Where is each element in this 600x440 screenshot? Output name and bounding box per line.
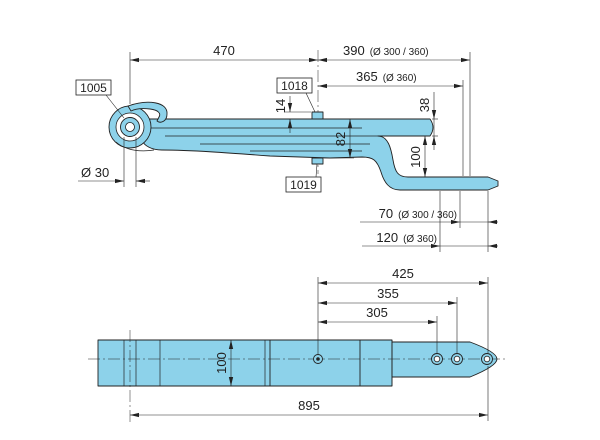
dimension-value: 82 xyxy=(333,132,348,146)
dimension-value: 365 xyxy=(356,69,378,84)
dimension-note: (Ø 300 / 360) xyxy=(370,47,429,58)
leader-line xyxy=(305,92,316,113)
dimension-value: Ø 30 xyxy=(81,165,109,180)
plan-view: 425 355 305 100 895 xyxy=(88,266,508,422)
dimension-value: 305 xyxy=(366,305,388,320)
dimension-895: 895 xyxy=(130,398,488,418)
dimension-note: (Ø 300 / 360) xyxy=(398,210,457,221)
dimension-value: 100 xyxy=(214,352,229,374)
dimension-70: 70 (Ø 300 / 360) xyxy=(360,191,498,252)
dimension-value: 470 xyxy=(213,43,235,58)
dimension-text: 120 (Ø 360) xyxy=(376,230,437,245)
label-box xyxy=(276,77,313,94)
center-bolt-hole-core xyxy=(316,357,320,361)
dimension-38: 38 xyxy=(417,92,438,150)
bottom-plate xyxy=(311,157,324,165)
part-label-1019: 1019 xyxy=(285,163,322,193)
dimension-82: 82 xyxy=(324,119,354,159)
dimension-100-drop: 100 xyxy=(408,136,428,177)
center-pad-plan xyxy=(269,339,361,387)
dimension-text: 390 (Ø 300 / 360) xyxy=(343,43,429,58)
dimension-390: 390 (Ø 300 / 360) xyxy=(318,43,471,176)
dimension-text: 70 (Ø 300 / 360) xyxy=(379,206,457,221)
dimension-value: 895 xyxy=(298,398,320,413)
dimension-note: (Ø 360) xyxy=(383,73,417,84)
dimension-305: 305 xyxy=(318,305,437,325)
label-text: 1005 xyxy=(80,81,107,95)
dimension-value: 390 xyxy=(343,43,365,58)
dimension-value: 70 xyxy=(379,206,393,221)
spring-eye-hook xyxy=(127,101,168,123)
label-text: 1019 xyxy=(290,178,317,192)
dimension-value: 425 xyxy=(392,266,414,281)
label-box xyxy=(285,176,322,193)
part-label-1005: 1005 xyxy=(75,79,125,119)
label-text: 1018 xyxy=(281,79,308,93)
dimension-value: 38 xyxy=(417,98,432,112)
dimension-470: 470 xyxy=(129,43,318,104)
dimension-14: 14 xyxy=(273,96,311,133)
dimension-text: 365 (Ø 360) xyxy=(356,69,417,84)
part-label-1018: 1018 xyxy=(276,77,316,113)
dimension-value: 355 xyxy=(377,286,399,301)
dimension-355: 355 xyxy=(318,286,457,306)
tail-hole-2-bore xyxy=(453,355,461,363)
dimension-value: 100 xyxy=(408,146,423,168)
label-box xyxy=(75,79,112,96)
dimension-value: 120 xyxy=(376,230,398,245)
dimension-365: 365 (Ø 360) xyxy=(318,69,464,176)
tail-hole-1-bore xyxy=(433,355,441,363)
top-plate xyxy=(311,111,324,120)
dimension-100-width: 100 xyxy=(214,340,234,386)
spring-leaf-pack-side xyxy=(141,118,499,191)
leader-line xyxy=(105,94,125,119)
dimension-eye-diameter: Ø 30 xyxy=(78,137,150,187)
dimension-value: 14 xyxy=(273,99,288,113)
dimension-425: 425 xyxy=(318,266,488,286)
eye-bushing-bore xyxy=(125,122,135,132)
side-view: 1005 1018 1019 470 390 (Ø 300 / 360) xyxy=(75,43,499,252)
second-leaf-wrap-line xyxy=(115,141,155,152)
leader-line xyxy=(315,163,318,178)
tail-hole-end-bore xyxy=(483,355,491,363)
dimension-note: (Ø 360) xyxy=(403,234,437,245)
dimension-120: 120 (Ø 360) xyxy=(362,191,498,252)
